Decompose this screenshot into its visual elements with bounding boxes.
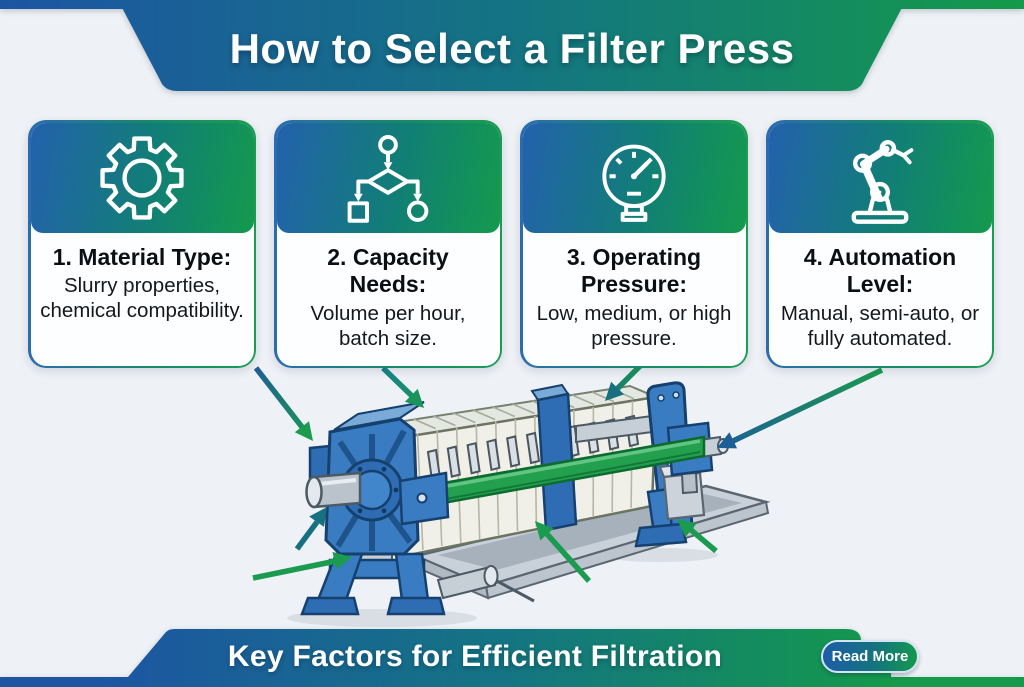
filter-press-machine xyxy=(287,381,771,627)
footer-banner-shape xyxy=(0,629,1024,687)
arrow-tray xyxy=(535,521,592,583)
arrow-automation xyxy=(717,367,884,449)
arrow-capacity xyxy=(381,366,424,408)
factor-cards-row: 1. Material Type: Slurry properties, che… xyxy=(28,120,996,368)
card-title: 4. Automation Level: xyxy=(803,243,957,298)
pressure-gauge-icon xyxy=(602,144,666,222)
card-description: Low, medium, or high pressure. xyxy=(536,301,732,350)
card-title: 2. Capacity Needs: xyxy=(327,243,449,298)
robot-arm-icon xyxy=(851,139,914,224)
header-banner xyxy=(0,0,1024,91)
card-title: 1. Material Type: xyxy=(52,243,232,270)
footer-title: Key Factors for Efficient Filtration xyxy=(227,640,723,673)
roller xyxy=(436,565,535,603)
factor-card-automation: 4. Automation Level: Manual, semi-auto, … xyxy=(766,120,994,368)
card-title: 3. Operating Pressure: xyxy=(566,243,702,298)
left-end-plate xyxy=(305,401,425,556)
card-head xyxy=(276,122,500,233)
card-head xyxy=(768,122,992,233)
read-more-button[interactable]: Read More xyxy=(821,640,919,673)
factor-card-material: 1. Material Type: Slurry properties, che… xyxy=(28,120,256,368)
card-head xyxy=(522,122,746,233)
page-title: How to Select a Filter Press xyxy=(229,25,795,72)
feed-shaft xyxy=(305,471,362,509)
flowchart-icon xyxy=(347,134,429,223)
card-description: Volume per hour, batch size. xyxy=(310,301,466,350)
arrow-hub xyxy=(294,507,327,551)
factor-card-pressure: 3. Operating Pressure: Low, medium, or h… xyxy=(520,120,748,368)
card-description: Slurry properties, chemical compatibilit… xyxy=(40,274,244,323)
arrow-leg xyxy=(677,519,718,554)
green-rail xyxy=(398,435,706,526)
pointer-arrows xyxy=(252,361,884,583)
factor-card-capacity: 2. Capacity Needs: Volume per hour, batc… xyxy=(274,120,502,368)
arrow-material xyxy=(253,366,313,441)
gear-icon xyxy=(100,135,184,220)
card-description: Manual, semi-auto, or fully automated. xyxy=(780,301,980,350)
arrow-base xyxy=(252,552,352,581)
card-head xyxy=(30,122,254,233)
